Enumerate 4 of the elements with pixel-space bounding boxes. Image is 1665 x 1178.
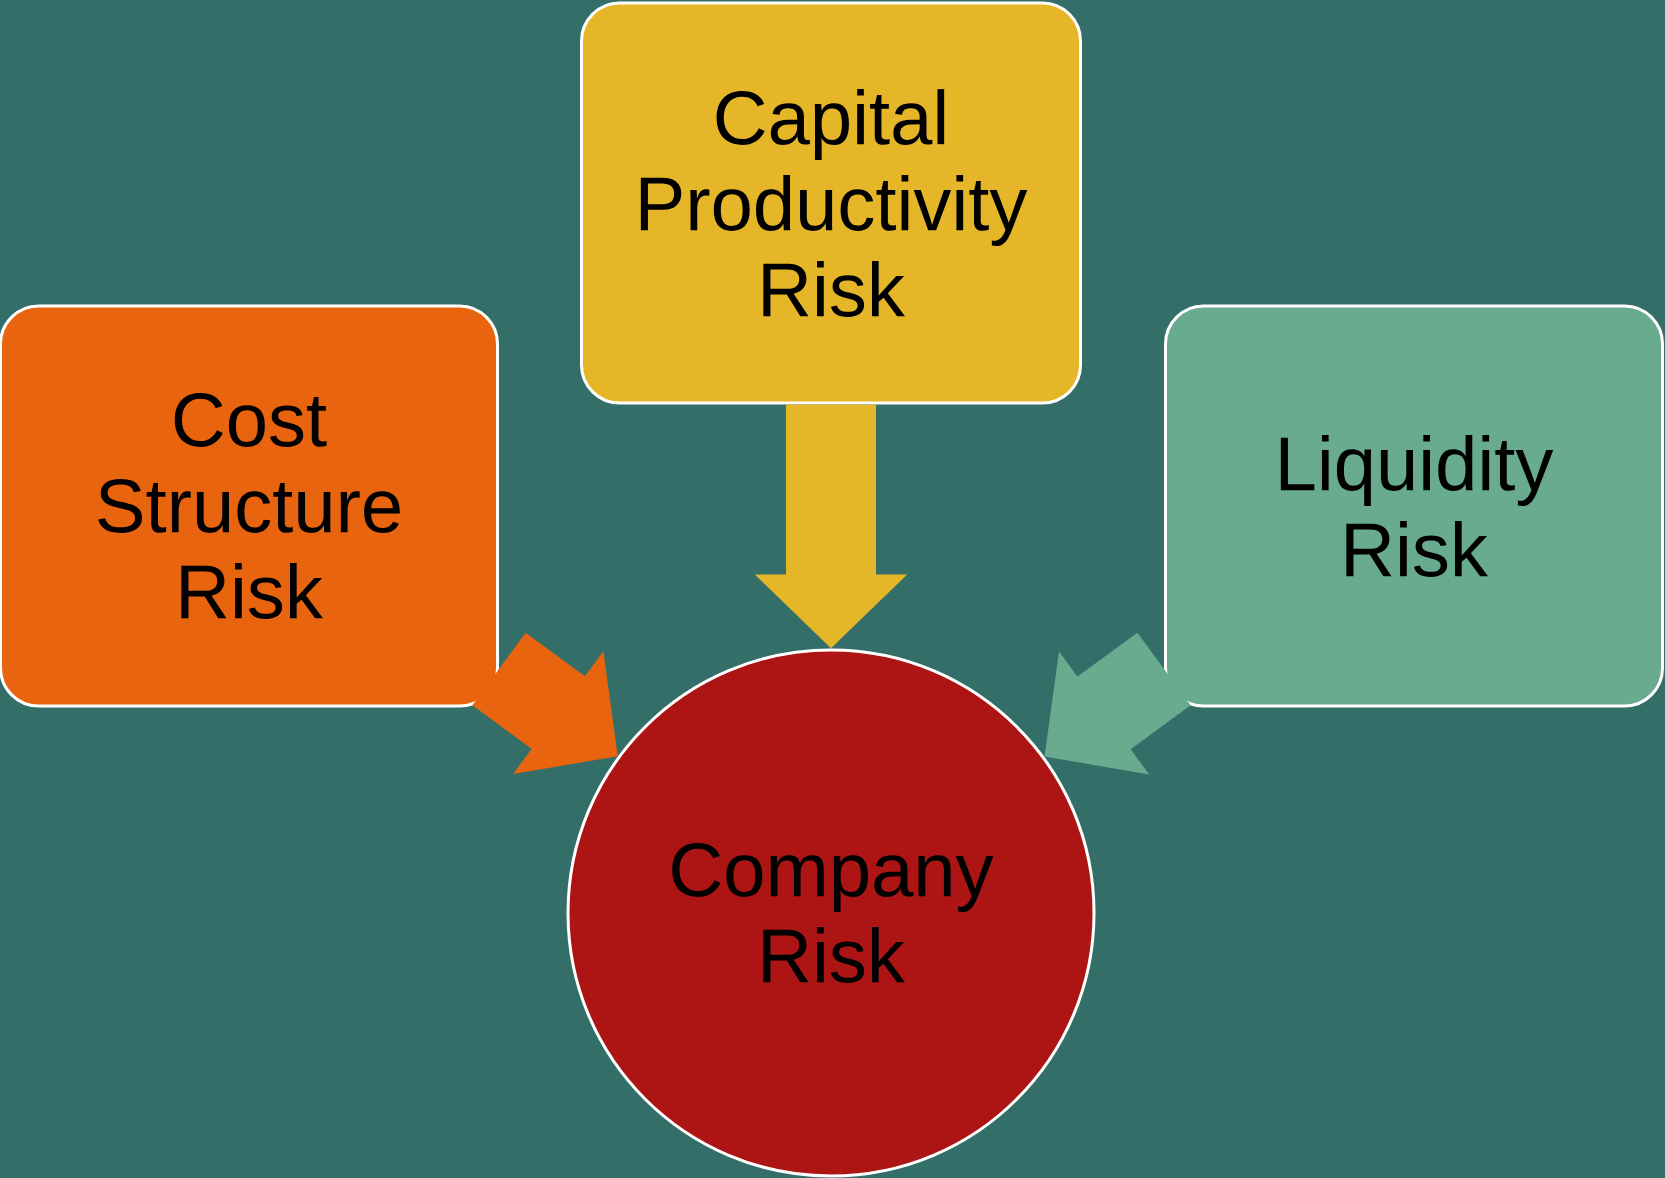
rounded-box: Liquidity Risk [1164,304,1664,708]
circle-node: Company Risk [566,648,1096,1178]
rounded-box: Capital Productivity Risk [580,1,1082,405]
rounded-box: Cost Structure Risk [0,304,499,708]
